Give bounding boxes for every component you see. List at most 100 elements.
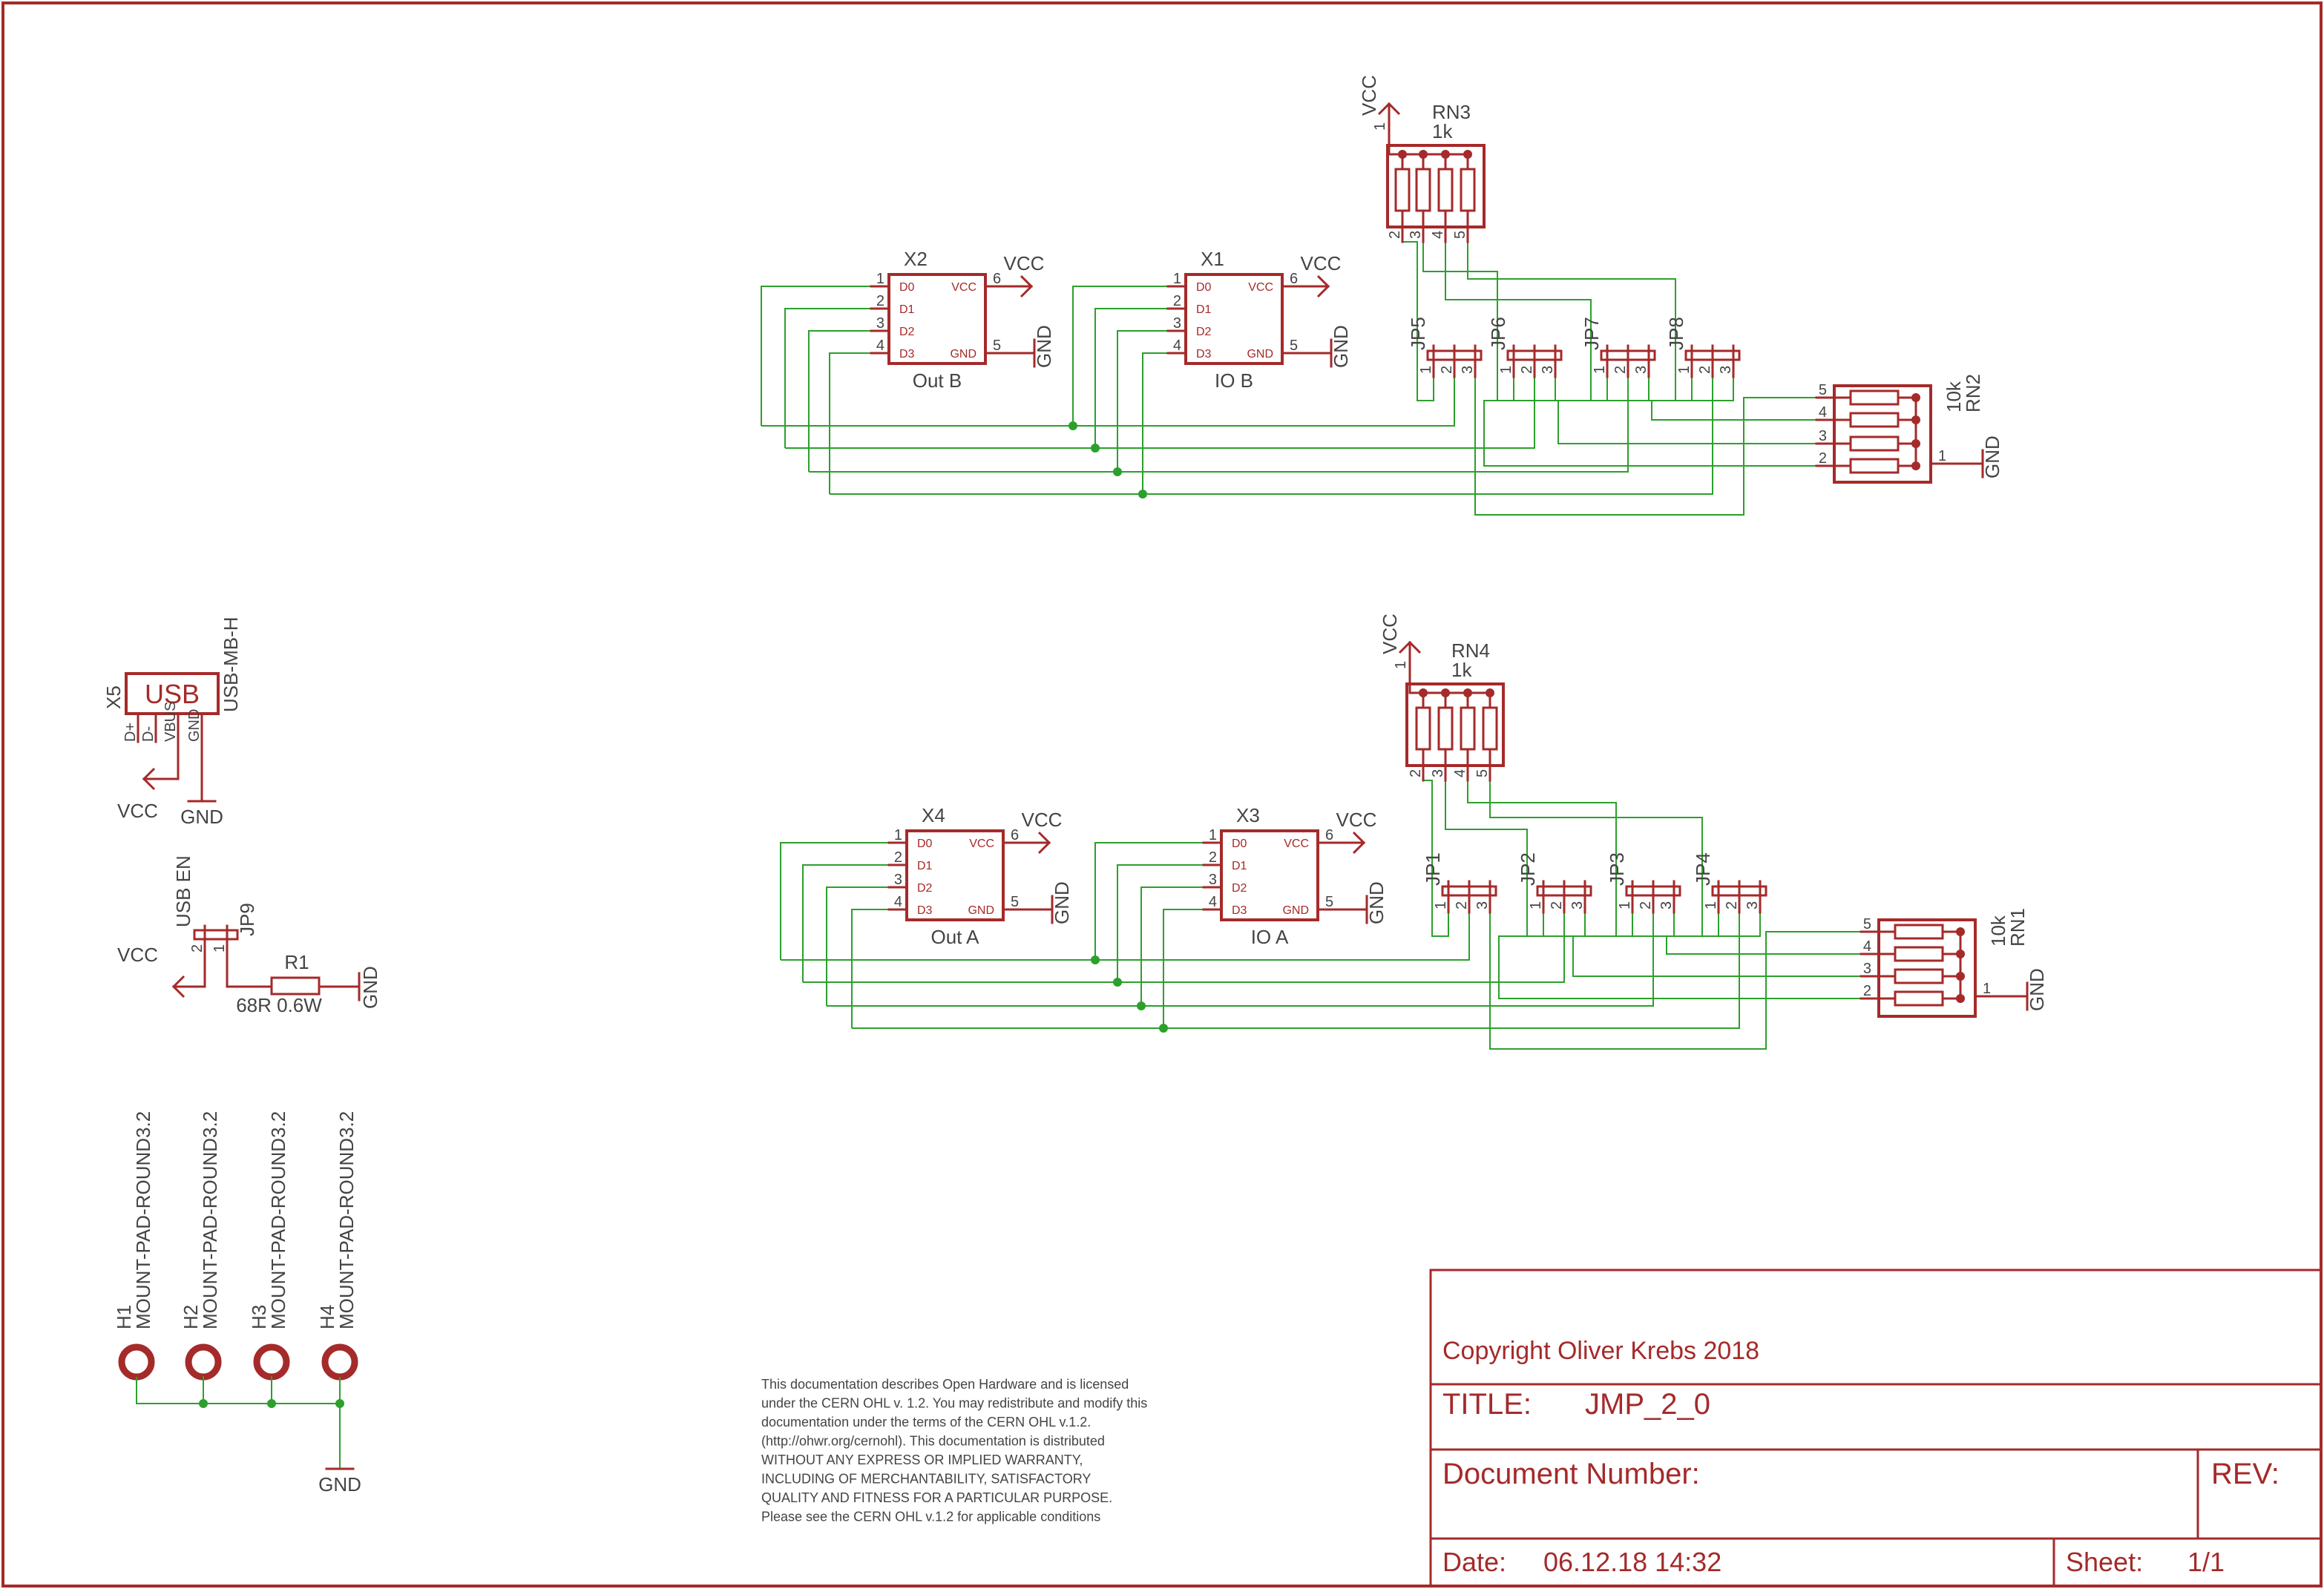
license-line: This documentation describes Open Hardwa…	[761, 1377, 1129, 1392]
pin-number: 1	[1433, 901, 1449, 909]
resistor-element	[1894, 924, 1944, 940]
wire-out-d2	[826, 886, 889, 1006]
vcc-arrow	[142, 767, 156, 791]
wire-out-d1	[784, 308, 871, 448]
pin-number: 1	[1617, 901, 1633, 909]
module-body	[905, 829, 1005, 921]
gnd-label: GND	[318, 1473, 361, 1496]
wire-pulldown	[1584, 912, 1861, 955]
pin-number: 3	[1633, 366, 1650, 374]
network-body	[1405, 682, 1505, 767]
pin-number: 1	[211, 944, 228, 953]
pin-number: 1	[1676, 366, 1693, 374]
pin-number: 3	[1430, 769, 1446, 777]
resistor-element	[1482, 706, 1498, 751]
pin-name: GND	[968, 904, 994, 917]
wire-bus-d2	[827, 912, 1654, 1007]
junction-dot	[1911, 393, 1920, 402]
vcc-label: VCC	[1301, 252, 1342, 274]
vcc-arrow	[1377, 102, 1401, 116]
network-ref: RN3	[1432, 101, 1471, 123]
pin-name: VCC	[1248, 281, 1273, 294]
gnd-supply-symbol: GND	[1003, 325, 1055, 368]
pin-number: 2	[1697, 366, 1713, 374]
hole-value: MOUNT-PAD-ROUND3.2	[335, 1111, 358, 1329]
usb-pin-name: VBUS	[163, 702, 179, 742]
wire-bus-d1	[803, 912, 1565, 983]
resistor-element	[1437, 168, 1454, 212]
pin-number: 3	[1718, 366, 1734, 374]
vcc-label: VCC	[1004, 252, 1045, 274]
jumper-ref: JP5	[1407, 317, 1429, 350]
resistor-value: 68R 0.6W	[236, 994, 322, 1016]
pin-number: 6	[1011, 827, 1019, 843]
license-line: (http://ohwr.org/cernohl). This document…	[761, 1434, 1105, 1449]
gnd-label: GND	[1330, 325, 1352, 368]
pin-name: GND	[1247, 348, 1273, 361]
gnd-supply-symbol: GND	[1996, 968, 2048, 1011]
pin-number: 1	[894, 827, 902, 843]
network-value: 1k	[1451, 659, 1472, 681]
pin-number: 2	[1454, 901, 1470, 909]
pin-number: 1	[876, 271, 884, 287]
pin-number: 2	[1724, 901, 1740, 909]
wire-pullup	[1422, 242, 1514, 401]
wire-pulldown	[1498, 912, 1861, 999]
wire-io-d3	[1142, 352, 1168, 494]
license-line: INCLUDING OF MERCHANTABILITY, SATISFACTO…	[761, 1472, 1091, 1487]
pin-name: D2	[899, 326, 915, 338]
network-value: 10k	[1987, 915, 2009, 947]
pin-number: 1	[1393, 661, 1409, 669]
pin-name: D1	[917, 860, 933, 872]
common-pin	[1388, 131, 1402, 156]
pin-name: D3	[899, 348, 915, 361]
gnd-supply-symbol: GND	[1021, 881, 1073, 924]
pin-number: 5	[1863, 916, 1871, 932]
junction-dot	[1956, 994, 1965, 1003]
document-number-label: Document Number:	[1442, 1458, 1700, 1490]
mounting-pad	[185, 1343, 222, 1381]
vcc-arrow	[171, 975, 186, 999]
wire-pullup	[1489, 780, 1719, 937]
pin-name: D1	[1232, 860, 1247, 872]
title-value: JMP_2_0	[1585, 1388, 1710, 1421]
resistor-element	[1394, 168, 1411, 212]
network-body	[1833, 384, 1932, 484]
module-body	[1220, 829, 1319, 921]
usb-body-label: USB	[145, 679, 200, 709]
wires-b	[761, 241, 1816, 516]
pin-name: D3	[1232, 904, 1247, 917]
resistor-element	[1415, 168, 1431, 212]
pin-name: D3	[917, 904, 933, 917]
pin-number: 3	[1744, 901, 1761, 909]
jumper-body	[193, 929, 239, 941]
wire-pulldown	[1489, 912, 1861, 1050]
vcc-arrow	[1037, 831, 1051, 855]
pin-number: 3	[894, 872, 902, 888]
junction-dot	[1463, 150, 1472, 159]
resistor-element	[1849, 458, 1900, 474]
junction-dot	[1463, 688, 1472, 697]
pin-name: D3	[1196, 348, 1212, 361]
gnd-supply-symbol: GND	[1300, 325, 1352, 368]
wire-io-d3	[1163, 909, 1204, 1028]
vcc-label: VCC	[1022, 809, 1063, 831]
pin-name: VCC	[969, 838, 994, 850]
pin-name: GND	[950, 348, 976, 361]
date-label: Date:	[1442, 1547, 1506, 1577]
pin-number: 4	[1430, 231, 1446, 239]
wire-holes-gnd	[136, 1377, 341, 1404]
module-value: IO A	[1251, 926, 1289, 948]
pin-number: 1	[1528, 901, 1544, 909]
